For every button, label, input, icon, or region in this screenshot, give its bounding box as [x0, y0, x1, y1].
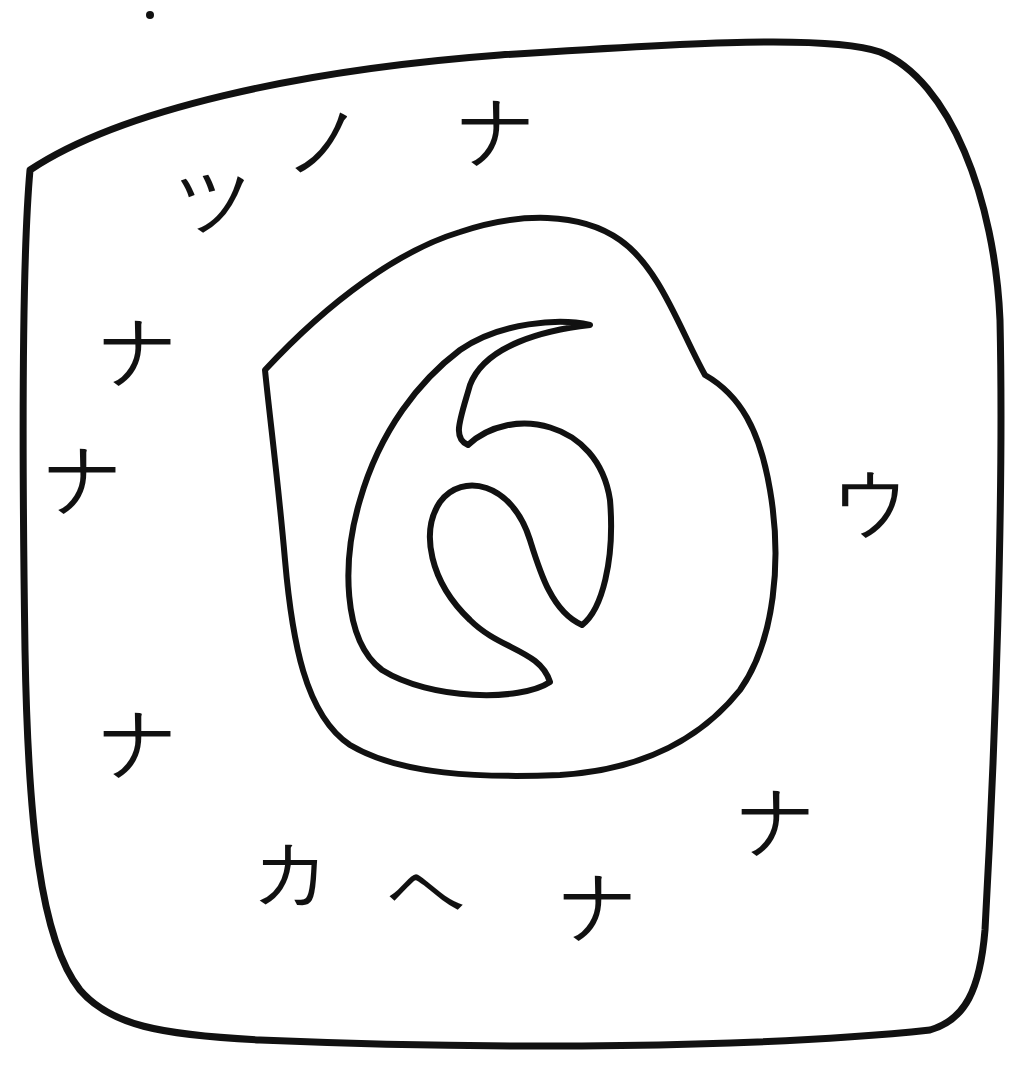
- katakana-glyph: ナ: [101, 312, 179, 388]
- katakana-glyph: ウ: [833, 464, 911, 540]
- katakana-glyph: カ: [253, 834, 331, 910]
- katakana-glyph: ナ: [739, 782, 817, 858]
- outline-stroke: [23, 42, 1001, 1046]
- katakana-glyph: ナ: [46, 440, 124, 516]
- inner-blob: [265, 218, 775, 776]
- spiral-mark: [348, 322, 611, 695]
- katakana-glyph: ナ: [459, 92, 537, 168]
- katakana-glyph: ノ: [286, 102, 364, 178]
- katakana-glyph: ナ: [101, 704, 179, 780]
- katakana-glyph: ナ: [561, 867, 639, 943]
- katakana-glyph: ヘ: [389, 852, 467, 928]
- katakana-glyph: ツ: [176, 162, 254, 238]
- ink-dot: [146, 11, 154, 19]
